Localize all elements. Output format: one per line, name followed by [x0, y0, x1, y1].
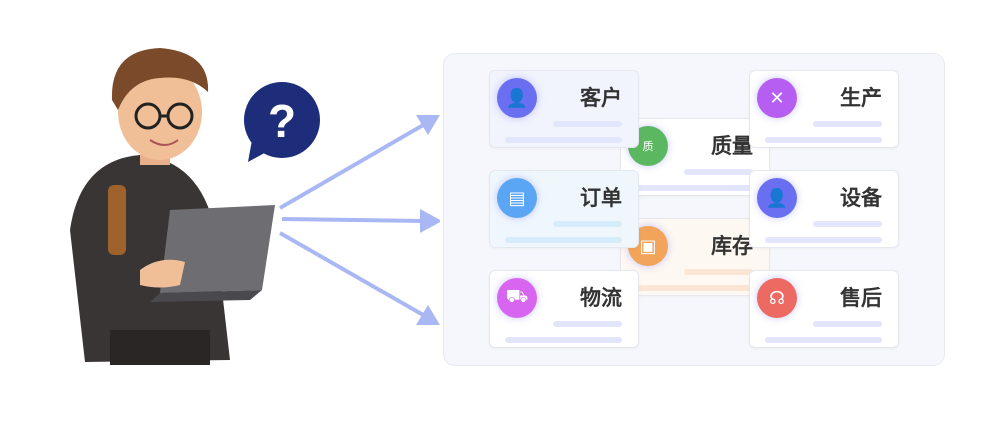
module-card-order[interactable]: ▤ 订单 — [489, 170, 639, 248]
arrowhead-middle — [420, 209, 440, 233]
module-card-after-sales[interactable]: ☊ 售后 — [749, 270, 899, 348]
module-card-inventory[interactable]: ▣ 库存 — [620, 218, 770, 296]
module-label: 客户 — [580, 86, 622, 110]
arrow-up — [278, 122, 427, 210]
module-label: 售后 — [840, 286, 882, 310]
module-card-production[interactable]: ✕ 生产 — [749, 70, 899, 148]
module-card-quality[interactable]: 质 质量 — [620, 118, 770, 196]
module-label: 生产 — [840, 86, 882, 110]
arrow-middle — [281, 217, 423, 223]
module-label: 设备 — [840, 186, 882, 210]
module-label: 物流 — [580, 286, 622, 310]
module-label: 质量 — [711, 134, 753, 158]
user-icon: 👤 — [497, 78, 537, 118]
laptop — [150, 205, 275, 302]
question-mark: ? — [268, 95, 296, 147]
truck-icon: ⛟ — [497, 278, 537, 318]
arrowhead-up — [416, 115, 440, 135]
module-card-customer[interactable]: 👤 客户 — [489, 70, 639, 148]
module-label: 库存 — [711, 234, 753, 258]
arrows — [278, 115, 440, 325]
person-illustration: ? — [70, 48, 440, 365]
tools-icon: ✕ — [757, 78, 797, 118]
module-card-logistics[interactable]: ⛟ 物流 — [489, 270, 639, 348]
headset-icon: ☊ — [757, 278, 797, 318]
arrow-down — [279, 231, 426, 318]
document-icon: ▤ — [497, 178, 537, 218]
person — [70, 48, 230, 365]
module-card-equipment[interactable]: 👤 设备 — [749, 170, 899, 248]
module-label: 订单 — [580, 186, 622, 210]
question-bubble: ? — [244, 82, 320, 162]
user-icon: 👤 — [757, 178, 797, 218]
arrowhead-down — [416, 305, 440, 325]
